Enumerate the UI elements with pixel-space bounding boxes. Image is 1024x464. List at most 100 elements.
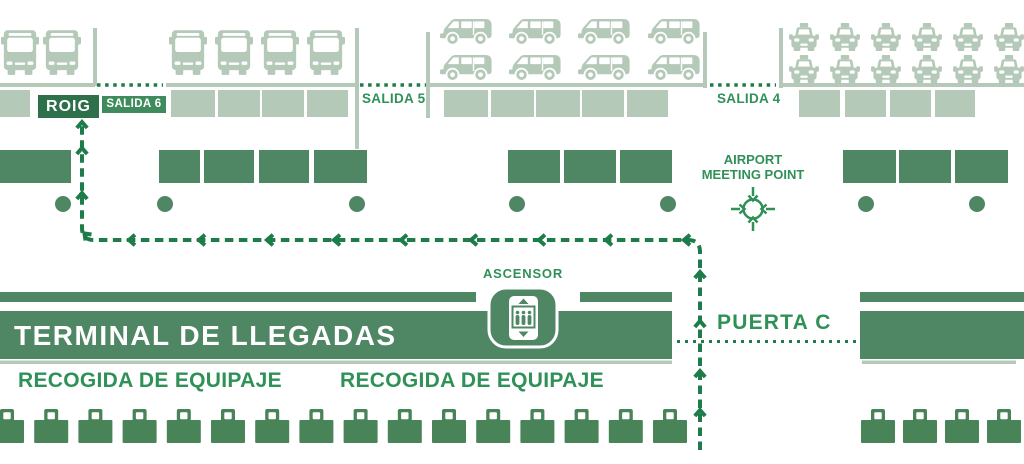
waiting-area-block: [508, 150, 560, 183]
suitcase-icon: [564, 409, 599, 443]
waiting-area-block: [620, 150, 672, 183]
elevator-icon: [487, 286, 559, 349]
baggage-claim-label-right: RECOGIDA DE EQUIPAJE: [340, 369, 604, 392]
elevator-down-arrow: [518, 331, 529, 337]
route-arrow: [330, 233, 342, 247]
taxi-icon: [871, 55, 901, 83]
route-arrow: [263, 233, 275, 247]
suitcase-icons: [0, 409, 1021, 443]
elevator-person: [515, 315, 520, 325]
salida-5-label: SALIDA 5: [362, 91, 426, 106]
terminal-banner: [0, 311, 672, 359]
pillar-dot: [55, 196, 71, 212]
curb-line: [166, 83, 357, 87]
platform-segment: [799, 90, 840, 117]
puerta-c-label: PUERTA C: [717, 311, 832, 334]
meeting-arrow: [759, 203, 768, 215]
suitcase-icon: [0, 409, 24, 443]
taxi-icon: [994, 55, 1024, 83]
route-arrow: [75, 118, 89, 130]
waiting-area-block: [0, 150, 71, 183]
suitcase-icon: [945, 409, 979, 443]
route-arrow: [82, 231, 92, 241]
route-arrow: [693, 317, 707, 329]
route-arrow: [693, 406, 707, 418]
meeting-arrow: [738, 203, 747, 215]
curb-lines: [0, 83, 1024, 87]
waiting-area-block: [564, 150, 616, 183]
pillar-dot: [969, 196, 985, 212]
taxi-icon: [789, 55, 819, 83]
route-arrow: [467, 233, 479, 247]
curb-line: [429, 83, 705, 87]
terminal-wall-bar: [860, 292, 1024, 302]
taxi-icon: [830, 55, 860, 83]
bus-icon: [1, 30, 39, 75]
lane-dividers: [93, 28, 783, 149]
ascensor-label: ASCENSOR: [482, 266, 564, 281]
lane-divider: [93, 28, 97, 86]
terminal-wall-bar: [0, 292, 476, 302]
suitcase-icon: [387, 409, 422, 443]
platform-segment: [582, 90, 624, 117]
route-arrow: [680, 233, 692, 247]
waiting-area-block: [899, 150, 951, 183]
platform-segment: [444, 90, 488, 117]
waiting-area-block: [843, 150, 896, 183]
curb-line: [0, 83, 95, 87]
suitcase-icon: [122, 409, 157, 443]
terminal-baseline: [0, 360, 672, 364]
curb-line: [779, 83, 1024, 87]
waiting-area-block: [259, 150, 309, 183]
walking-route: [75, 118, 858, 450]
waiting-area-block: [204, 150, 254, 183]
suitcase-icon: [343, 409, 378, 443]
bus-icon: [169, 30, 207, 75]
pillar-dot: [509, 196, 525, 212]
bus-icon: [215, 30, 253, 75]
terminal-wall-bar: [580, 292, 672, 302]
taxi-icon: [953, 55, 983, 83]
terminal-building: [0, 292, 1024, 364]
elevator-person: [527, 310, 532, 315]
platform-segment: [262, 90, 304, 117]
meeting-arrow: [747, 194, 759, 203]
route-arrow: [602, 233, 614, 247]
terminal-baseline: [862, 360, 1016, 364]
platform-segment: [935, 90, 975, 117]
lane-divider: [779, 28, 783, 88]
meeting-point-icon: [731, 187, 775, 231]
suitcase-icon: [520, 409, 555, 443]
suitcase-icon: [299, 409, 334, 443]
bus-icon: [43, 30, 81, 75]
baggage-claim-label-left: RECOGIDA DE EQUIPAJE: [18, 369, 282, 392]
taxi-icon: [871, 23, 901, 51]
suitcase-icon: [211, 409, 245, 443]
platform-segment: [890, 90, 931, 117]
terminal-banner: [860, 311, 1024, 359]
route-arrow: [75, 144, 89, 156]
van-icon: [578, 18, 630, 46]
elevator-person: [515, 310, 520, 315]
airport-meeting-point-label: AIRPORT MEETING POINT: [701, 152, 805, 182]
platform-segment: [218, 90, 260, 117]
van-icon: [440, 54, 492, 82]
bus-icon: [307, 30, 345, 75]
pillar-dot: [660, 196, 676, 212]
platform-segment: [307, 90, 348, 117]
suitcase-icon: [903, 409, 937, 443]
platform-segment: [491, 90, 534, 117]
platform-segment: [627, 90, 668, 117]
taxi-icon: [789, 23, 819, 51]
meeting-arrow: [747, 215, 759, 224]
waiting-area-block: [314, 150, 367, 183]
waiting-area-blocks: [0, 150, 1008, 183]
salida-4-label: SALIDA 4: [717, 91, 781, 106]
taxi-icon: [912, 55, 942, 83]
waiting-area-block: [955, 150, 1008, 183]
walking-route-path: [80, 121, 702, 450]
pillar-dot: [157, 196, 173, 212]
bus-icon: [261, 30, 299, 75]
platform-segment: [0, 90, 30, 117]
